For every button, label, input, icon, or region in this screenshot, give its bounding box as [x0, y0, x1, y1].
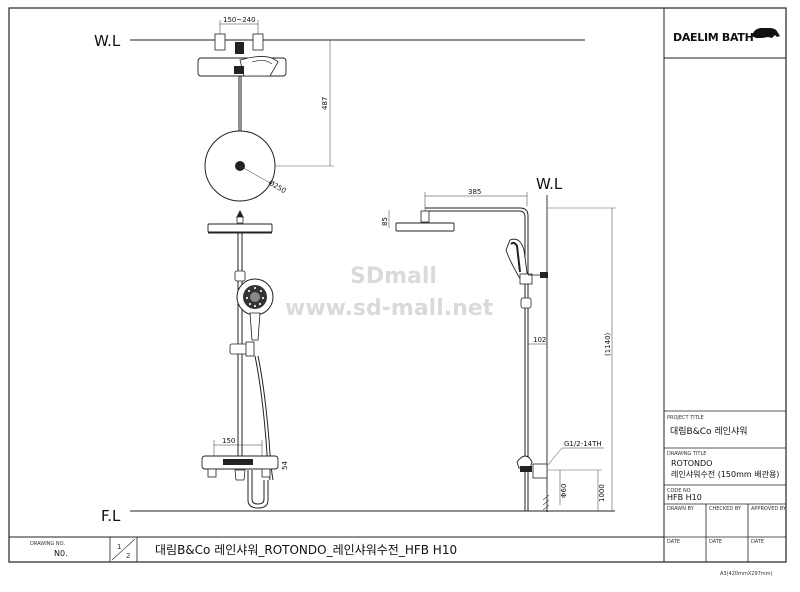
- paper-size: A3(420mmX297mm): [720, 571, 773, 577]
- sheet-total: 2: [126, 552, 130, 560]
- date-label-2: DATE: [709, 539, 722, 545]
- dim-1000: 1000: [598, 484, 606, 502]
- watermark-line1: SDmall: [350, 264, 437, 289]
- bear-logo-icon: [752, 28, 780, 38]
- dim-valve-150: 150: [222, 437, 235, 445]
- drawing-title-line1: ROTONDO: [671, 459, 712, 468]
- title-block: DAELIM BATH PROJECT TITLE 대림B&Co 레인샤워 DR…: [663, 8, 787, 562]
- dim-diameter: Ø250: [267, 179, 287, 195]
- dim-150-240: 150~240: [223, 16, 256, 24]
- wall-line-right: W.L: [536, 175, 563, 512]
- drawing-title-line2: 레인샤워수전 (150mm 배관용): [671, 469, 779, 479]
- logo-text: DAELIM BATH: [673, 31, 754, 44]
- code-value: HFB H10: [667, 493, 702, 502]
- dim-valve-54: 54: [281, 461, 289, 470]
- fl-label: F.L: [101, 507, 121, 525]
- wall-line-left: W.L: [94, 32, 585, 50]
- dim-phi60: Φ60: [560, 484, 568, 498]
- code-label: CODE NO: [667, 488, 691, 494]
- watermark-line2: www.sd-mall.net: [285, 296, 494, 321]
- wl-label-right: W.L: [536, 175, 563, 193]
- project-title-label: PROJECT TITLE: [667, 415, 704, 421]
- bottom-bar: DRAWING NO. N0. 1 2 대림B&Co 레인샤워_ROTONDO_…: [9, 536, 664, 562]
- project-title: 대림B&Co 레인샤워: [670, 425, 748, 437]
- watermark: SDmall www.sd-mall.net: [285, 264, 494, 321]
- drawn-by-label: DRAWN BY: [667, 506, 695, 512]
- dim-thread: G1/2-14TH: [564, 440, 602, 448]
- dim-385: 385: [468, 188, 481, 196]
- drawing-no-label: DRAWING NO.: [30, 541, 65, 547]
- dim-85: 85: [381, 217, 389, 226]
- front-view: 150 54: [201, 210, 289, 509]
- sheet-number: 1: [117, 543, 121, 551]
- date-label-3: DATE: [751, 539, 764, 545]
- floor-line: F.L: [101, 507, 615, 525]
- dim-487: 487: [321, 97, 329, 110]
- drawing-title-label: DRAWING TITLE: [667, 451, 706, 457]
- approved-by-label: APPROVED BY: [751, 506, 787, 512]
- bottom-title: 대림B&Co 레인샤워_ROTONDO_레인샤워수전_HFB H10: [155, 543, 457, 557]
- wl-label-left: W.L: [94, 32, 121, 50]
- drawing-frame: [8, 7, 787, 563]
- dim-102: 102: [533, 336, 546, 344]
- side-view: 385 85 102 (1140) G1/2-14TH: [381, 188, 616, 511]
- dim-1140: (1140): [604, 332, 612, 356]
- date-label-1: DATE: [667, 539, 680, 545]
- checked-by-label: CHECKED BY: [709, 506, 742, 512]
- drawing-no: N0.: [54, 549, 68, 558]
- top-view: 150~240 487 Ø250: [197, 16, 334, 202]
